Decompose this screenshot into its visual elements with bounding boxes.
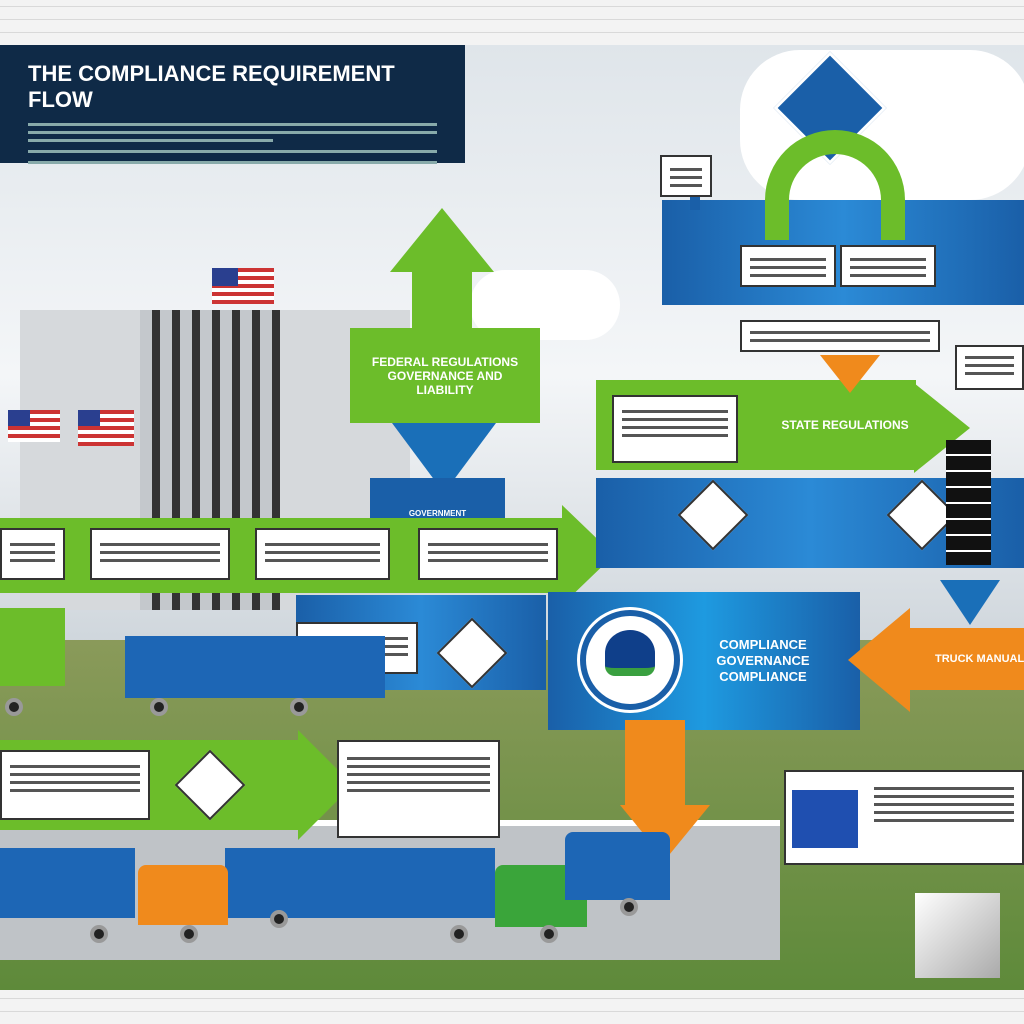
arrow-up-head: [390, 208, 494, 272]
step-note: [90, 528, 230, 580]
title-panel: THE COMPLIANCE REQUIREMENT FLOW: [0, 45, 465, 164]
note: [955, 345, 1024, 390]
us-flag: [8, 410, 60, 442]
note: [840, 245, 936, 287]
state-regulations-label: STATE REGULATIONS: [781, 418, 909, 432]
truck-trailer: [225, 848, 495, 918]
orange-arrow-left: [848, 608, 910, 712]
note: [0, 750, 150, 820]
government-label-box: GOVERNMENT: [370, 478, 505, 518]
truck-manual-label: TRUCK MANUAL: [935, 653, 1024, 665]
blue-truck-cab: [565, 832, 670, 900]
note: [740, 245, 836, 287]
note: [740, 320, 940, 352]
state-note: [612, 395, 738, 463]
note: [337, 740, 500, 838]
agency-seal-icon: [580, 610, 680, 710]
truck-trailer: [0, 848, 135, 918]
blue-arrow-down: [940, 580, 1000, 625]
orange-arrow-down: [820, 355, 880, 393]
federal-regulations-label: FEDERAL REGULATIONS GOVERNANCE AND LIABI…: [371, 354, 519, 397]
server-stack: [946, 440, 991, 565]
eu-note: [784, 770, 1024, 865]
step-note: [255, 528, 390, 580]
left-green-box: [0, 608, 65, 686]
brick-wall-top: [0, 0, 1024, 45]
truck-manual-box: TRUCK MANUAL: [905, 628, 1024, 690]
step-note: [418, 528, 558, 580]
orange-truck-cab: [138, 865, 228, 925]
us-flag: [78, 410, 134, 446]
note: [660, 155, 712, 197]
us-flag: [212, 268, 274, 304]
compliance-label: COMPLIANCE GOVERNANCE COMPLIANCE: [716, 637, 810, 684]
orange-flow-arrow: [625, 720, 685, 810]
brick-wall-bottom: [0, 990, 1024, 1024]
federal-regulations-box: FEDERAL REGULATIONS GOVERNANCE AND LIABI…: [350, 328, 540, 423]
arrow-up-green: [412, 270, 472, 330]
step-note: [0, 528, 65, 580]
page-title: THE COMPLIANCE REQUIREMENT FLOW: [28, 61, 395, 112]
compliance-box: COMPLIANCE GOVERNANCE COMPLIANCE: [548, 592, 860, 730]
eu-flag-icon: [792, 790, 858, 848]
box-block: [915, 893, 1000, 978]
government-label: GOVERNMENT: [408, 509, 467, 518]
truck-trailer: [125, 636, 385, 698]
